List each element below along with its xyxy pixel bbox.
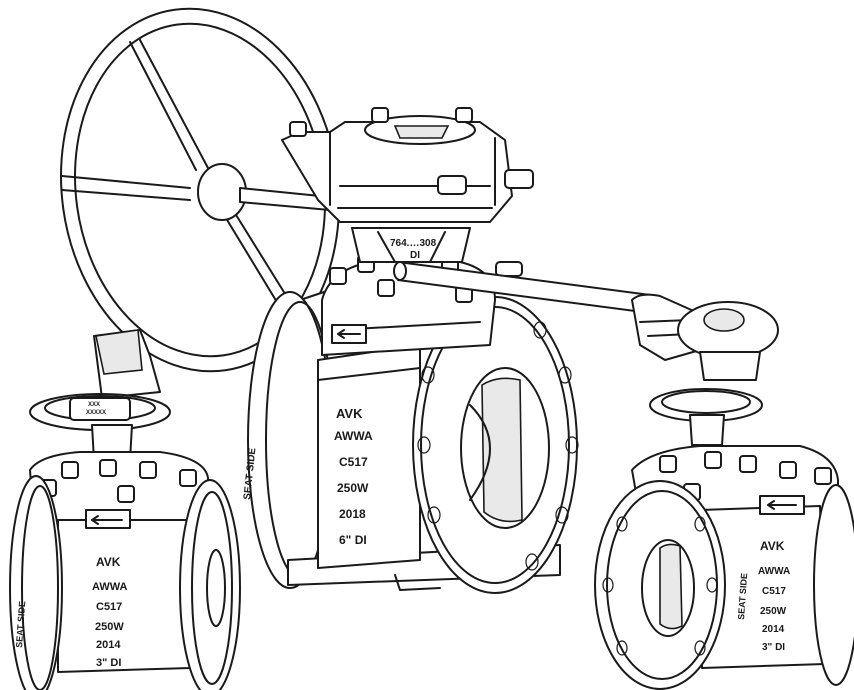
right-year: 2014	[762, 624, 785, 635]
left-pressure: 250W	[95, 621, 124, 633]
large-standard: AWWA	[334, 429, 373, 443]
right-size: 3" DI	[762, 642, 785, 653]
large-brand: AVK	[336, 406, 363, 421]
large-size: 6" DI	[339, 533, 367, 547]
right-brand: AVK	[760, 539, 785, 553]
gear-operator	[281, 107, 534, 223]
large-spec: C517	[339, 455, 368, 469]
left-spec: C517	[96, 601, 122, 613]
left-seat-side: SEAT SIDE	[14, 601, 27, 648]
tag-material: DI	[410, 250, 420, 261]
large-year: 2018	[339, 507, 366, 521]
large-seat-side: SEAT SIDE	[242, 447, 258, 500]
left-standard: AWWA	[92, 581, 127, 593]
left-valve: XXX XXXXX AVK AWWA C517 250W 2014 3" DI …	[9, 329, 241, 690]
left-year: 2014	[96, 639, 121, 651]
handwheel	[60, 7, 340, 373]
left-size: 3" DI	[96, 657, 121, 669]
large-valve: 764.…308 DI AVK AWWA C517 250W 2018 6" D…	[242, 227, 579, 594]
large-pressure: 250W	[337, 481, 369, 495]
right-seat-side: SEAT SIDE	[736, 573, 749, 620]
right-pressure: 250W	[760, 606, 787, 617]
left-stamp-1: XXX	[88, 402, 100, 408]
tag-code: 764.…308	[390, 238, 437, 249]
left-stamp-2: XXXXX	[86, 410, 106, 416]
right-standard: AWWA	[758, 566, 790, 577]
left-brand: AVK	[96, 555, 121, 569]
right-valve: AVK AWWA C517 250W 2014 3" DI SEAT SIDE	[594, 301, 854, 690]
right-spec: C517	[762, 586, 786, 597]
